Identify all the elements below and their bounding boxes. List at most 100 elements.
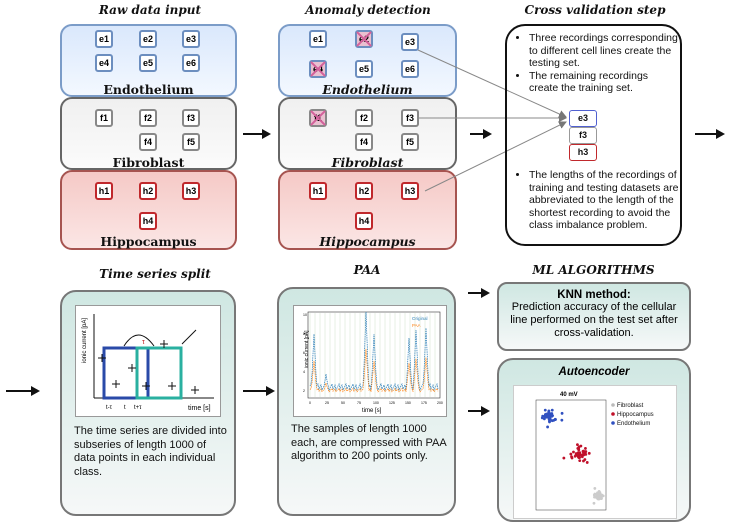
paa-ytick: 4	[303, 370, 305, 374]
recording-h: h3	[182, 182, 200, 200]
autoencoder-scatter: 40 mV Fibroblast Hippocampus Endothelium	[535, 392, 654, 511]
split-ylabel: ionic current [pA]	[82, 318, 88, 363]
cv-bullet: Three recordings corresponding to differ…	[529, 32, 680, 70]
test-recording: f3	[569, 127, 597, 144]
scatter-point	[593, 487, 597, 490]
anomaly-detection-title: Anomaly detection	[305, 3, 431, 17]
arrow-icon	[695, 129, 725, 139]
paa-legend-paa: PAA	[412, 323, 421, 328]
test-recording: e3	[569, 110, 597, 127]
paa-xtick: 150	[405, 401, 411, 405]
scatter-point	[585, 461, 589, 464]
test-set-stack: e3 f3 h3	[569, 110, 597, 161]
time-series-split-box: ionic current [pA] time [s] t-τ t t+τ τ …	[60, 290, 236, 516]
recording-e: e6	[401, 60, 419, 78]
autoencoder-box: Autoencoder 40 mV Fibroblast Hippocampus…	[497, 358, 691, 522]
ae-legend: Hippocampus	[617, 412, 654, 418]
paa-box: ionic current [pA] time [s] Original PAA…	[277, 287, 456, 516]
split-tick: t+τ	[134, 405, 142, 411]
split-tick: t	[124, 405, 126, 411]
recording-e: e6	[182, 54, 200, 72]
scatter-point	[569, 452, 573, 456]
paa-xtick: 125	[389, 401, 395, 405]
cross-validation-box: Three recordings corresponding to differ…	[505, 24, 682, 246]
recording-f: f2	[139, 109, 157, 127]
legend-marker	[611, 412, 615, 416]
scatter-point	[543, 408, 547, 412]
recording-f: f5	[401, 133, 419, 151]
scatter-point	[584, 450, 588, 453]
paa-ytick: 6	[303, 351, 305, 355]
knn-title: KNN method:	[557, 289, 631, 301]
recording-h: h4	[139, 212, 157, 230]
recording-f: f1	[309, 109, 327, 127]
group-label: Fibroblast	[331, 155, 404, 170]
split-xlabel: time [s]	[188, 405, 211, 412]
recording-h: h1	[309, 182, 327, 200]
paa-ytick: 2	[303, 389, 305, 393]
raw-data-title: Raw data input	[98, 3, 202, 17]
arrow-icon	[468, 406, 490, 416]
recording-f: f3	[182, 109, 200, 127]
recording-f: f4	[355, 133, 373, 151]
paa-compressed-series	[309, 348, 439, 393]
paa-xtick: 200	[437, 401, 443, 405]
paa-figure: ionic current [pA] time [s] Original PAA…	[293, 305, 447, 417]
ae-plot-title: 40 mV	[560, 392, 578, 398]
knn-box: KNN method: Prediction accuracy of the c…	[497, 282, 691, 351]
scatter-point	[578, 459, 582, 463]
recording-f: f3	[401, 109, 419, 127]
scatter-point	[587, 451, 591, 455]
scatter-point	[547, 414, 550, 417]
paa-xtick: 75	[357, 401, 361, 405]
paa-xtick: 25	[325, 401, 329, 405]
scatter-point	[584, 447, 587, 450]
recording-f: f4	[139, 133, 157, 151]
arrow-icon	[243, 129, 271, 139]
paa-ytick: 8	[303, 332, 305, 336]
scatter-point	[598, 491, 602, 494]
e3-connector	[417, 49, 567, 118]
recording-f: f5	[182, 133, 200, 151]
scatter-point	[550, 408, 554, 412]
scatter-point	[572, 450, 575, 454]
scatter-point	[582, 459, 585, 463]
recording-f: f1	[95, 109, 113, 127]
scatter-point	[544, 415, 548, 419]
group-label: Hippocampus	[100, 234, 197, 249]
scatter-point	[546, 425, 550, 429]
scatter-point	[573, 454, 577, 458]
scatter-point	[570, 456, 574, 460]
ml-algorithms-title: ML ALGORITHMS	[532, 263, 655, 277]
scatter-point	[548, 420, 551, 424]
scatter-point	[597, 494, 601, 498]
ae-legend: Fibroblast	[617, 403, 644, 409]
recording-e: e4	[309, 60, 327, 78]
test-recording: h3	[569, 144, 597, 161]
scatter-point	[593, 495, 597, 499]
scatter-point	[592, 501, 596, 505]
scatter-point	[575, 452, 579, 456]
group-label: Hippocampus	[319, 234, 416, 249]
cv-bullet: The remaining recordings create the trai…	[529, 70, 680, 95]
autoencoder-figure: 40 mV Fibroblast Hippocampus Endothelium	[513, 385, 677, 519]
recording-e: e2	[139, 30, 157, 48]
scatter-point	[560, 418, 564, 422]
paa-title: PAA	[353, 263, 381, 277]
paa-xtick: 0	[309, 401, 311, 405]
scatter-point	[562, 456, 566, 460]
recording-h: h1	[95, 182, 113, 200]
paa-xtick: 100	[373, 401, 379, 405]
paa-ylabel: ionic current [pA]	[304, 330, 310, 368]
scatter-point	[576, 443, 579, 447]
legend-marker	[611, 421, 615, 425]
recording-e: e5	[355, 60, 373, 78]
split-description: The time series are divided into subseri…	[74, 425, 227, 478]
recording-e: e1	[309, 30, 327, 48]
recording-e: e4	[95, 54, 113, 72]
paa-ytick: 10	[303, 313, 307, 317]
paa-xlabel: time [s]	[362, 408, 382, 414]
recording-f: f2	[355, 109, 373, 127]
scatter-point	[579, 453, 583, 457]
